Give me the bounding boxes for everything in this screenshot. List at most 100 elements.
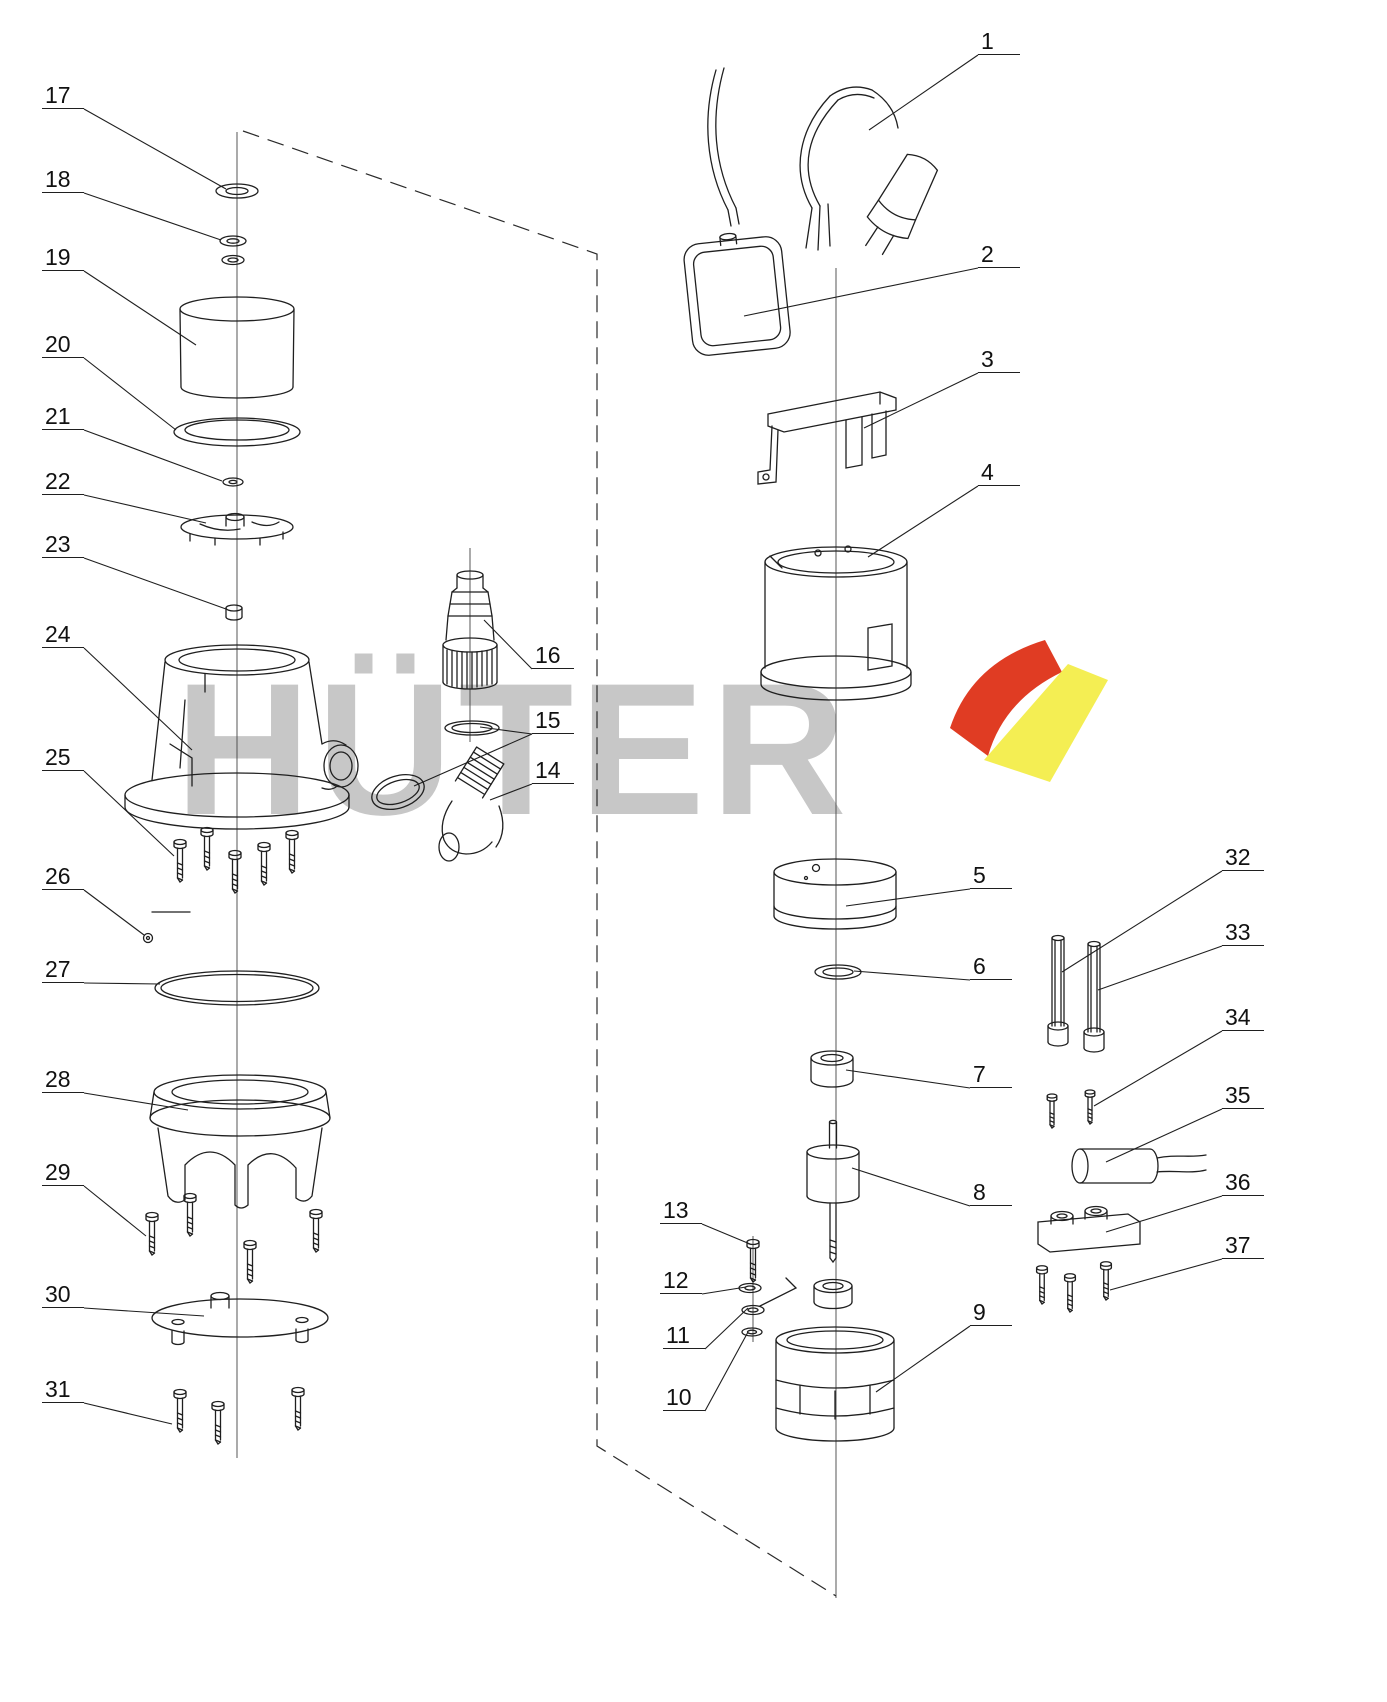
callout-25: 25: [42, 744, 84, 771]
leader-line-30: [84, 1308, 204, 1316]
callout-24: 24: [42, 621, 84, 648]
callout-37: 37: [1222, 1232, 1264, 1259]
leader-line-11: [705, 1308, 748, 1349]
leader-line-1: [869, 55, 978, 130]
callout-21: 21: [42, 403, 84, 430]
callout-1: 1: [978, 28, 1020, 55]
leader-line-16: [484, 620, 532, 669]
leader-line-19: [84, 271, 196, 345]
leader-line-10: [705, 1332, 748, 1411]
part-9-stator-body: [776, 1327, 894, 1441]
callout-19: 19: [42, 244, 84, 271]
callout-22: 22: [42, 468, 84, 495]
part-19-rotor-can: [180, 297, 294, 398]
leader-line-36: [1106, 1196, 1222, 1232]
part-32-tube: [1047, 934, 1069, 1047]
callout-29: 29: [42, 1159, 84, 1186]
part-34-screws: [1046, 1089, 1096, 1129]
part-29-screws: [145, 1192, 323, 1284]
part-6-washer: [815, 965, 861, 979]
leader-line-17: [84, 109, 226, 189]
leader-line-15: [480, 727, 532, 734]
leader-line-27: [84, 983, 160, 984]
part-27-o-ring-large: [155, 971, 319, 1005]
leader-line-25: [84, 771, 174, 856]
leader-line-37: [1110, 1259, 1222, 1290]
callout-27: 27: [42, 956, 84, 983]
callout-30: 30: [42, 1281, 84, 1308]
part-33-tube: [1083, 940, 1105, 1053]
brand-watermark: HÜTER: [175, 644, 853, 854]
callout-12: 12: [660, 1267, 702, 1294]
part-11-washer-with-wire: [742, 1278, 796, 1315]
leader-line-20: [84, 358, 176, 430]
callout-36: 36: [1222, 1169, 1264, 1196]
callout-11: 11: [663, 1322, 705, 1349]
leader-line-5: [846, 889, 970, 906]
part-26-pin: [144, 912, 191, 943]
part-21-washer-small: [223, 478, 243, 486]
leader-line-28: [84, 1093, 188, 1110]
leader-lines: [84, 55, 1222, 1424]
callout-5: 5: [970, 862, 1012, 889]
callout-6: 6: [970, 953, 1012, 980]
part-5-bearing-cap: [774, 859, 896, 929]
leader-line-26: [84, 890, 144, 935]
part-18-nuts: [220, 236, 246, 265]
brand-logo: [950, 640, 1108, 782]
leader-line-4: [868, 486, 978, 557]
leader-line-34: [1094, 1031, 1222, 1106]
callout-33: 33: [1222, 919, 1264, 946]
leader-line-18: [84, 193, 221, 240]
part-22-impeller: [181, 514, 293, 546]
callout-14: 14: [532, 757, 574, 784]
part-37-screws: [1036, 1261, 1112, 1313]
callout-35: 35: [1222, 1082, 1264, 1109]
callout-34: 34: [1222, 1004, 1264, 1031]
assembly-boundary: [243, 131, 836, 1596]
part-25-screws: [173, 826, 299, 894]
center-axis-lines: [237, 132, 836, 1598]
callout-18: 18: [42, 166, 84, 193]
leader-line-22: [84, 495, 206, 523]
leader-line-2: [744, 268, 978, 316]
leader-line-23: [84, 558, 226, 609]
part-3-handle-bracket: [758, 392, 896, 484]
leader-line-21: [84, 430, 222, 481]
part-8-rotor-shaft: [807, 1120, 859, 1262]
leader-line-13: [702, 1224, 750, 1244]
callout-7: 7: [970, 1061, 1012, 1088]
part-17-washer: [216, 184, 258, 198]
leader-line-35: [1106, 1109, 1222, 1162]
part-35-capacitor: [1072, 1149, 1206, 1183]
part-28-strainer-base: [150, 1075, 330, 1208]
part-36-terminal-block: [1038, 1207, 1140, 1253]
leader-line-15: [414, 734, 532, 786]
leader-line-12: [702, 1287, 746, 1294]
part-2-float-switch: [682, 228, 792, 357]
callout-23: 23: [42, 531, 84, 558]
part-16-hose-adapter: [443, 571, 497, 689]
callout-4: 4: [978, 459, 1020, 486]
callout-31: 31: [42, 1376, 84, 1403]
part-1-power-cord-plug: [708, 68, 945, 261]
leader-line-6: [854, 971, 970, 980]
callout-17: 17: [42, 82, 84, 109]
callout-15: 15: [532, 707, 574, 734]
callout-32: 32: [1222, 844, 1264, 871]
callout-28: 28: [42, 1066, 84, 1093]
leader-line-9: [876, 1326, 970, 1392]
leader-line-33: [1098, 946, 1222, 990]
part-30-base-plate: [152, 1293, 328, 1345]
part-31-screws: [173, 1386, 305, 1445]
part-14-elbow-fitting: [439, 747, 504, 861]
leader-line-24: [84, 648, 192, 750]
leader-line-3: [864, 373, 978, 428]
callout-3: 3: [978, 346, 1020, 373]
callout-16: 16: [532, 642, 574, 669]
callout-2: 2: [978, 241, 1020, 268]
leader-line-14: [490, 784, 532, 800]
part-7-bearing-upper: [811, 1051, 853, 1087]
